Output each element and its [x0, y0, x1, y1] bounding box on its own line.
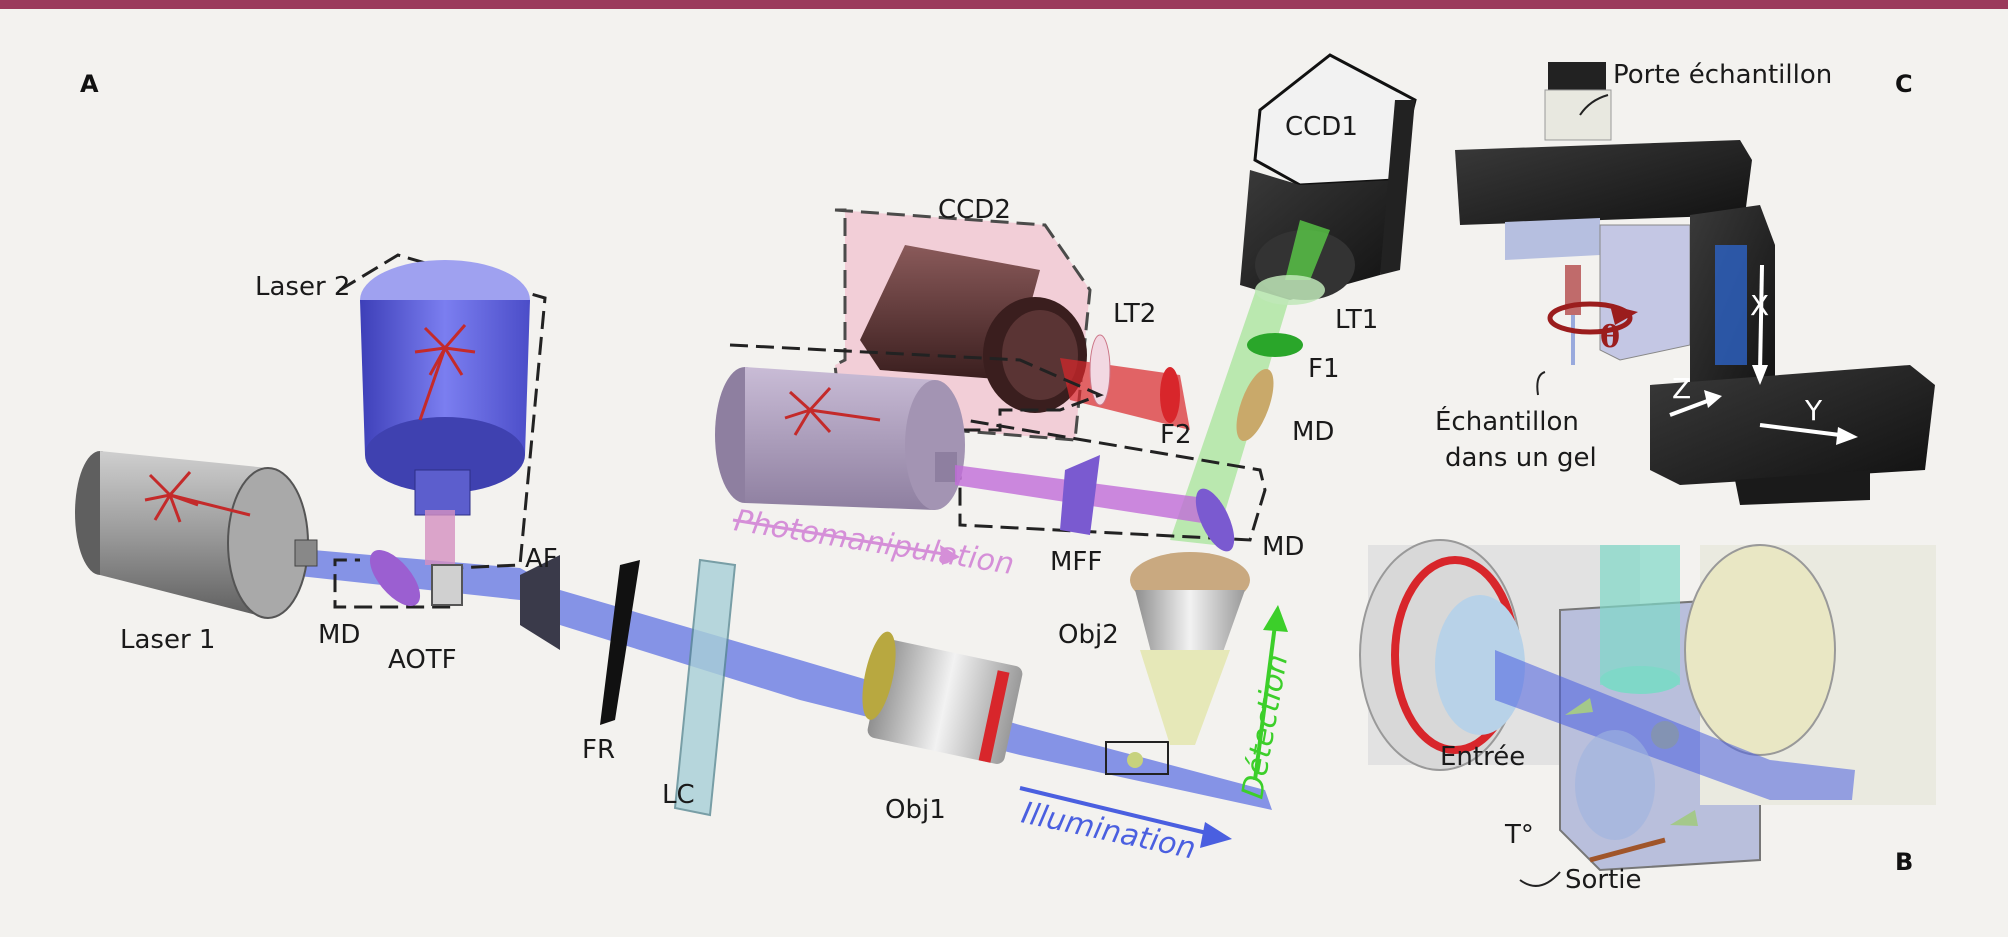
- label-detection: Détection: [1235, 652, 1295, 802]
- md-mirror-b: [1236, 368, 1274, 442]
- y-axis-arrow: [1759, 423, 1841, 437]
- label-temperature: T°: [1504, 820, 1534, 850]
- label-obj1: Obj1: [885, 795, 946, 825]
- label-illumination: Illumination: [1018, 796, 1198, 867]
- label-ccd1: CCD1: [1285, 112, 1358, 142]
- label-md-b: MD: [1292, 417, 1334, 447]
- rotation-ring-icon: [1547, 301, 1633, 335]
- f1-filter: [1247, 333, 1303, 357]
- laser-2-unit: [360, 260, 530, 565]
- label-aotf: AOTF: [388, 645, 457, 675]
- panel-a-letter: A: [80, 70, 99, 98]
- label-sortie: Sortie: [1565, 865, 1642, 895]
- ccd1-camera: [1240, 53, 1417, 300]
- label-porte-echantillon: Porte échantillon: [1613, 60, 1832, 90]
- label-lt1: LT1: [1335, 305, 1378, 335]
- label-ccd2: CCD2: [938, 195, 1011, 225]
- x-axis-arrow: [1758, 264, 1764, 373]
- z-axis-arrow: [1669, 398, 1711, 417]
- sample-region-box: [1105, 741, 1169, 775]
- label-photomanipulation: Photomanipulation: [732, 503, 1017, 582]
- f2-filter: [1160, 367, 1180, 423]
- label-mff: MFF: [1050, 547, 1102, 577]
- illumination-arrow: [1019, 786, 1216, 837]
- md-mirror-a: [369, 549, 421, 607]
- lc-lens: [673, 558, 737, 817]
- af-lens: [520, 555, 560, 650]
- label-laser2: Laser 2: [255, 272, 350, 302]
- label-x: X: [1750, 289, 1769, 322]
- lt2-lens: [1089, 334, 1111, 406]
- objective-2: [1130, 552, 1250, 745]
- ccd2-camera: [860, 245, 1087, 413]
- fr-filter: [600, 560, 640, 725]
- label-theta: θ: [1600, 320, 1620, 355]
- sample-dot: [1127, 752, 1143, 768]
- label-echantillon-line1: Échantillon: [1435, 405, 1579, 437]
- label-lc: LC: [662, 780, 695, 810]
- photomanipulation-arrow: [732, 518, 951, 557]
- label-lt2: LT2: [1113, 299, 1156, 329]
- laser-1-unit: [75, 451, 318, 619]
- label-z: Z: [1672, 372, 1691, 405]
- label-md-c: MD: [1262, 532, 1304, 562]
- lt1-lens: [1255, 275, 1325, 305]
- photomanipulation-laser: [715, 367, 965, 510]
- sample-chamber-closeup: [1359, 539, 1936, 872]
- illumination-beam: [290, 548, 1272, 810]
- panel-c-letter: C: [1895, 70, 1913, 98]
- label-echantillon-line2: dans un gel: [1445, 443, 1597, 473]
- laser-1-burst-icon: [144, 471, 251, 523]
- photomanipulation-burst-icon: [784, 386, 881, 436]
- label-y: Y: [1804, 394, 1823, 427]
- aotf-block: [431, 564, 463, 606]
- label-f1: F1: [1308, 354, 1340, 384]
- label-fr: FR: [582, 735, 615, 765]
- mff-lens: [1060, 455, 1100, 535]
- photomanipulation-enclosure: [729, 343, 1267, 542]
- label-f2: F2: [1160, 420, 1192, 450]
- label-af: AF: [525, 544, 558, 574]
- label-obj2: Obj2: [1058, 620, 1119, 650]
- objective-1: [862, 631, 1023, 764]
- laser-2-burst-icon: [414, 324, 476, 421]
- sample-holder-stage: [1455, 62, 1935, 505]
- panel-b-letter: B: [1895, 848, 1913, 876]
- label-entree: Entrée: [1440, 742, 1525, 772]
- label-laser1: Laser 1: [120, 625, 215, 655]
- detection-arrow: [1253, 624, 1277, 781]
- label-md-a: MD: [318, 620, 360, 650]
- top-frame-bar: [0, 0, 2008, 9]
- md-mirror-c: [1195, 488, 1235, 552]
